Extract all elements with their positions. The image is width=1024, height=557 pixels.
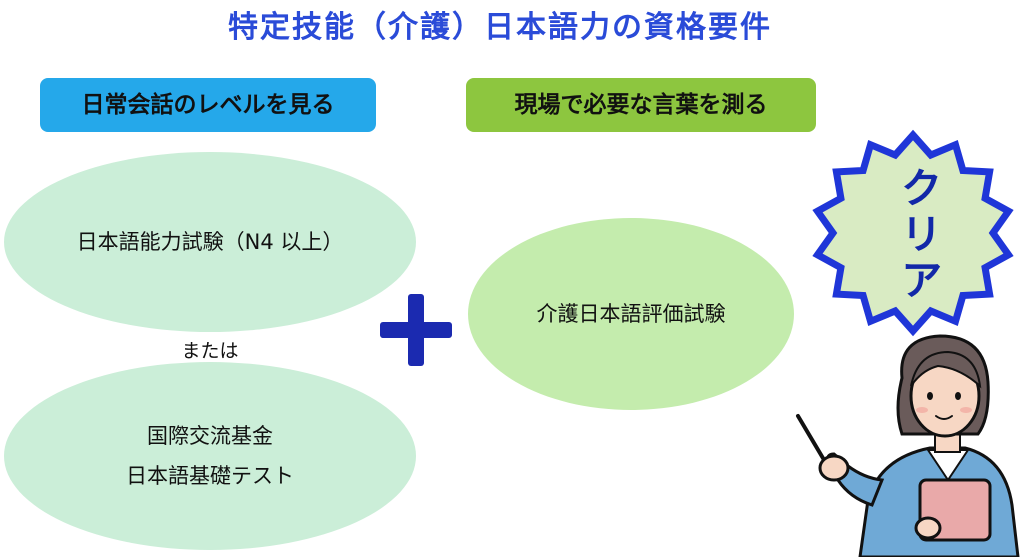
jft-test-ellipse: 国際交流基金 日本語基礎テスト <box>4 362 416 550</box>
or-label: または <box>181 340 239 362</box>
jlpt-test-label: 日本語能力試験（N4 以上） <box>76 230 344 254</box>
daily-conversation-header: 日常会話のレベルを見る <box>40 78 376 132</box>
workplace-language-header: 現場で必要な言葉を測る <box>466 78 816 132</box>
jft-test-label-line2: 日本語基礎テスト <box>126 464 294 488</box>
page-title: 特定技能（介護）日本語力の資格要件 <box>228 10 772 45</box>
clear-badge-label: クリア <box>894 166 943 304</box>
plus-icon <box>380 294 452 366</box>
jlpt-test-ellipse: 日本語能力試験（N4 以上） <box>4 152 416 332</box>
care-japanese-test-ellipse: 介護日本語評価試験 <box>468 218 794 410</box>
starburst-badge <box>812 129 1014 337</box>
woman-with-pointer-illustration <box>796 334 1020 557</box>
care-japanese-test-label: 介護日本語評価試験 <box>536 302 726 326</box>
jft-test-label-line1: 国際交流基金 <box>147 424 273 448</box>
